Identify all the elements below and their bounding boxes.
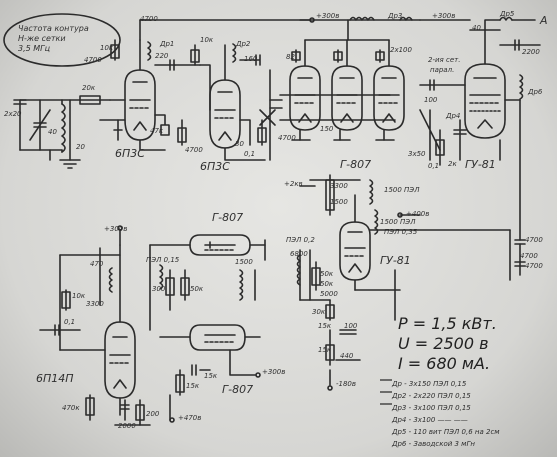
label-v-400: +400в: [406, 210, 430, 218]
label-c-3x50: 3х50: [408, 150, 426, 158]
tube-label-1: 6П3С: [115, 147, 145, 160]
label-r-50k-b: 50к: [190, 285, 204, 293]
tube-label-3: ГУ-81: [465, 158, 496, 171]
tube-label-6: Г-807: [212, 211, 244, 224]
label-v-180: -180в: [336, 380, 357, 388]
label-c-440: 440: [340, 352, 354, 360]
choke-l2: Др2 - 2х220 ПЭЛ 0,15: [392, 392, 471, 400]
label-c-100: 100: [424, 96, 438, 104]
label-dr3: Др3: [388, 12, 403, 20]
label-r-15k-c: 15к: [186, 382, 200, 390]
choke-l6: Др6 - Заводской 3 мГн: [392, 440, 475, 448]
label-dr6: Др6: [528, 88, 543, 96]
label-v-300c: +300в: [104, 225, 128, 233]
label-r-470: 470к: [62, 404, 80, 412]
label-c-1500a: 1500 ПЭЛ: [384, 186, 420, 194]
label-c-1500b: 1500 ПЭЛ: [380, 218, 416, 226]
note-line2: Н-же сетки: [18, 34, 66, 43]
label-c-4700g: 4700: [520, 252, 538, 260]
label-r-15k-a: 15к: [318, 322, 332, 330]
label-grid-2: парал.: [430, 66, 455, 74]
label-c-4700b: 4700: [140, 15, 158, 23]
label-r-30k: 30к: [312, 308, 326, 316]
label-dr2: Др2: [236, 40, 251, 48]
label-c-4700d: 4700: [278, 134, 296, 142]
label-c-2x20: 2х20: [4, 110, 22, 118]
label-c-01b: 0,1: [428, 162, 440, 170]
tube-label-7: Г-807: [222, 383, 254, 396]
label-c-2200: 2200: [522, 48, 540, 56]
tube-label-4: Г-807: [340, 158, 372, 171]
label-dr1: Др1: [160, 40, 175, 48]
tube-label-2: 6П3С: [200, 160, 230, 173]
label-c-20: 20: [76, 143, 85, 151]
label-c-220: 220: [155, 52, 169, 60]
choke-l1: Др - 3х150 ПЭЛ 0,15: [392, 380, 467, 388]
spec-current: I = 680 мА.: [398, 354, 491, 373]
label-r-200: 200: [146, 410, 160, 418]
label-grid: 2-ия сет.: [428, 56, 461, 64]
label-c-40b: 40: [472, 24, 481, 32]
label-r-47k: 47к: [150, 127, 164, 135]
spec-voltage: U = 2500 в: [398, 334, 489, 353]
label-c-2x100: 2х100: [390, 46, 412, 54]
label-c-01c: 0,1: [64, 318, 76, 326]
label-r-15k-d: 15к: [204, 372, 218, 380]
label-c-1500d: 1500: [235, 258, 253, 266]
label-v-300: +300в: [316, 12, 340, 20]
choke-l3: Др3 - 3х100 ПЭЛ 0,15: [392, 404, 471, 412]
label-c-30: 30: [235, 140, 244, 148]
label-c-40: 40: [48, 128, 57, 136]
spec-power: Р = 1,5 кВт.: [398, 314, 497, 333]
label-r-01a: 0,1: [244, 150, 256, 158]
label-c-2000: 2000: [118, 422, 136, 430]
label-pel-3: ПЭЛ 0,15: [146, 256, 180, 264]
label-c-300: 300: [152, 285, 166, 293]
label-r-50k-a: 50к: [320, 270, 334, 278]
tube-label-5: ГУ-81: [380, 254, 411, 267]
label-pel-2: ПЭЛ 0,2: [286, 236, 315, 244]
label-r-15k-b: 15к: [318, 346, 332, 354]
label-c-4700a: 4700: [84, 56, 102, 64]
label-dr4: Др4: [446, 112, 461, 120]
label-c-50k: 50к: [320, 280, 334, 288]
label-c-4700c: 4700: [185, 146, 203, 154]
label-v-470: +470в: [178, 414, 202, 422]
label-c-160: 160: [244, 55, 258, 63]
tube-label-8: 6П14П: [36, 372, 74, 385]
label-r-10k-b: 10к: [200, 36, 214, 44]
label-c-4700e: 4700: [525, 236, 543, 244]
label-c-470a: 470: [90, 260, 104, 268]
label-r-10k-c: 10к: [72, 292, 86, 300]
note-line1: Частота контура: [18, 24, 89, 33]
label-c-150a: 150: [320, 125, 334, 133]
label-a: А: [540, 14, 548, 27]
label-r-10k-a: 10к: [100, 44, 114, 52]
label-r-2k: 2к: [448, 160, 457, 168]
note-line3: 3,5 МГц: [18, 44, 51, 53]
label-c-5000: 5000: [320, 290, 338, 298]
label-pel-1: ПЭЛ 0,35: [384, 228, 418, 236]
label-v-300b: +300в: [432, 12, 456, 20]
label-v-300d: +300в: [262, 368, 286, 376]
label-c-100b: 100: [344, 322, 358, 330]
label-c-6800: 6800: [290, 250, 308, 258]
choke-l5: Др5 - 110 вит ПЭЛ 0,6 на 2см: [392, 428, 500, 436]
label-v-2kv: +2кв: [284, 180, 303, 188]
label-r-82: 82: [286, 53, 295, 61]
choke-l4: Др4 - 3х100 —— ——: [392, 416, 468, 424]
note-bubble: [3, 13, 121, 67]
label-c-4700f: 4700: [525, 262, 543, 270]
label-dr5: Др5: [500, 10, 515, 18]
label-c-3300: 3300: [330, 182, 348, 190]
label-c-1500c: 1500: [330, 198, 348, 206]
label-r-20k: 20к: [82, 84, 96, 92]
label-c-3300b: 3300: [86, 300, 104, 308]
